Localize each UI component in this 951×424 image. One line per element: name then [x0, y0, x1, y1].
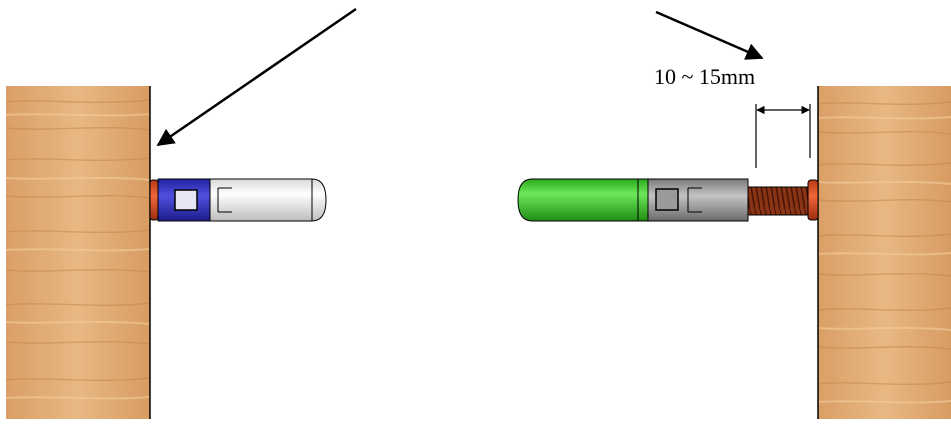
left-collar-window	[174, 189, 198, 211]
right-socket-connector	[517, 178, 819, 222]
right-threaded-screw	[747, 186, 811, 216]
left-pin-connector	[149, 178, 327, 222]
arrow-down-left-icon	[156, 7, 357, 147]
right-red-end-cap	[807, 179, 819, 221]
left-red-end-cap	[149, 179, 159, 221]
dimension-label: 10 ~ 15mm	[654, 64, 756, 89]
right-wood-board	[817, 86, 951, 419]
left-wood-board	[5, 86, 151, 419]
right-sleeve-window	[655, 188, 679, 211]
dimension-marker	[755, 104, 811, 168]
arrow-down-right-icon	[655, 10, 764, 60]
right-green-body	[517, 178, 649, 222]
left-white-pin-body	[209, 178, 327, 222]
